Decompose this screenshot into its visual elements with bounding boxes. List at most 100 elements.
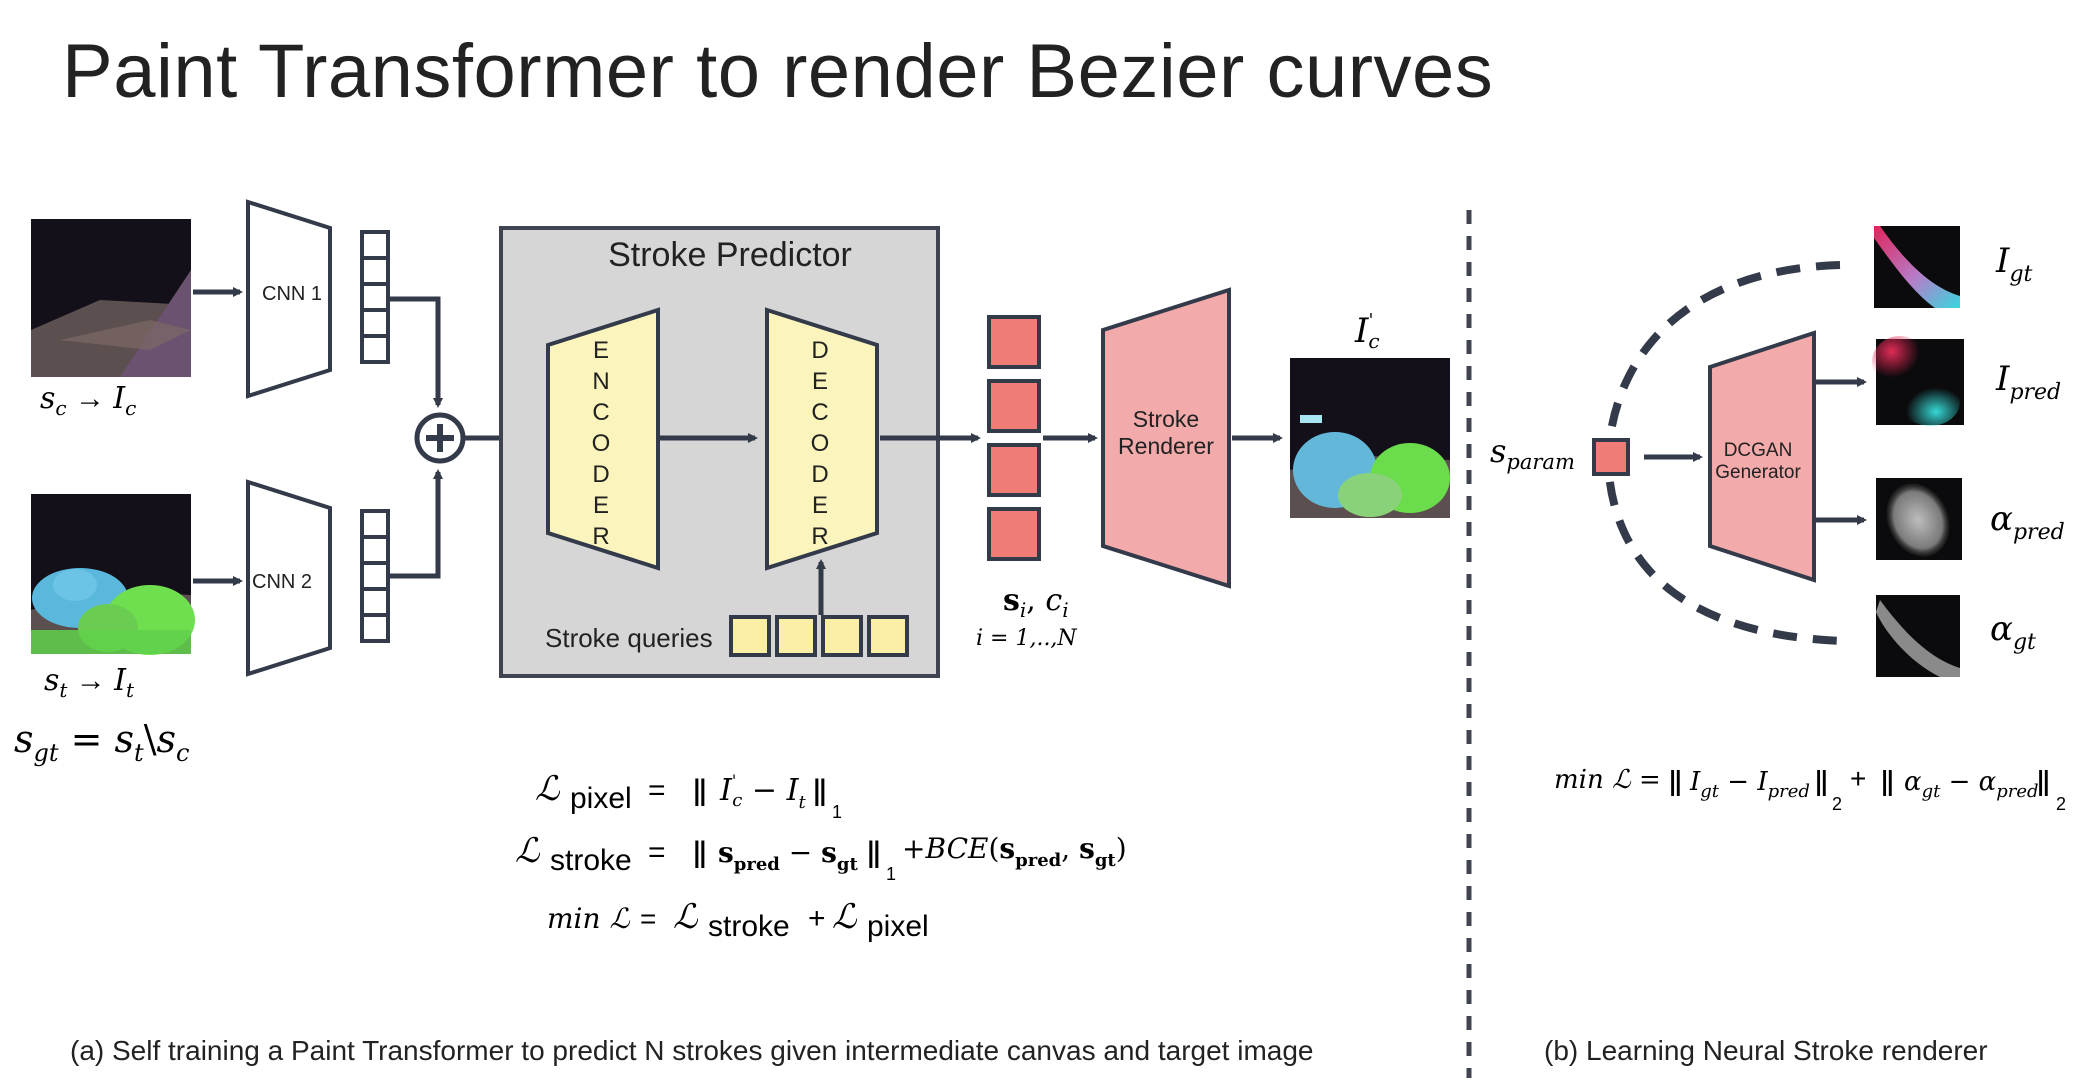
rendered-output-image [1290, 358, 1450, 518]
sgt-formula: sgt = st\sc [14, 717, 189, 767]
svg-text:+: + [1850, 763, 1866, 794]
cnn2-block [246, 479, 332, 677]
generator-label-2: Generator [1715, 462, 1801, 483]
svg-text:+BCE(spred, sgt): +BCE(spred, sgt) [902, 832, 1127, 871]
encoder-letter: N [592, 368, 609, 395]
stroke-token [987, 507, 1041, 561]
cnn2-label: CNN 2 [252, 571, 312, 593]
svg-text:stroke: stroke [708, 910, 790, 943]
alpha-gt-image [1876, 595, 1960, 677]
dcgan-generator-block [1708, 330, 1816, 583]
svg-text:‖: ‖ [692, 835, 708, 877]
igt-label: Igt [1995, 241, 2033, 287]
ipred-label: Ipred [1995, 359, 2061, 405]
decoder-letter: D [811, 461, 828, 488]
decoder-letter: R [811, 523, 828, 550]
stroke-query-tokens [729, 615, 909, 657]
svg-text:ℒ: ℒ [535, 769, 561, 809]
svg-text:min ℒ =: min ℒ = [1554, 765, 1661, 795]
svg-text:min ℒ: min ℒ [547, 902, 630, 935]
img-t-label: st → It [44, 663, 135, 702]
svg-text:Igt − Ipred: Igt − Ipred [1689, 767, 1810, 802]
loss-stroke-equation: ℒ stroke = ‖ spred − sgt ‖ 1 +BCE(spred,… [515, 831, 1127, 884]
arrow-vec1-combine [390, 296, 443, 408]
arrow-vec2-combine [390, 469, 443, 579]
encoder-letter: O [592, 430, 611, 457]
svg-text:=: = [648, 774, 666, 807]
svg-text:I'c − It: I'c − It [719, 771, 806, 813]
stroke-token [987, 379, 1041, 433]
output-label: I'c [1354, 310, 1380, 353]
svg-text:‖: ‖ [866, 835, 882, 877]
svg-text:pixel: pixel [570, 782, 632, 815]
stroke-predictor-title: Stroke Predictor [608, 236, 852, 274]
decoder-letter: E [812, 368, 828, 395]
svg-text:ℒ: ℒ [832, 897, 858, 937]
stroke-token [987, 443, 1041, 497]
decoder-letter: D [811, 337, 828, 364]
decoder-letter: E [812, 492, 828, 519]
encoder-block [546, 307, 660, 571]
renderer-loss-equation: min ℒ = ‖ Igt − Ipred ‖ 2 + ‖ αgt − αpre… [1554, 763, 2066, 814]
stroke-renderer-label-2: Renderer [1118, 433, 1214, 459]
query-token [775, 615, 817, 657]
combine-plus-icon [414, 412, 466, 464]
sparam-token [1592, 438, 1630, 476]
svg-text:2: 2 [2056, 794, 2066, 814]
svg-text:1: 1 [832, 802, 842, 822]
caption-left: (a) Self training a Paint Transformer to… [70, 1035, 1313, 1066]
svg-text:‖: ‖ [2036, 763, 2051, 804]
feature-vector-2 [360, 509, 390, 643]
svg-text:pixel: pixel [867, 910, 929, 943]
svg-text:‖: ‖ [1880, 763, 1895, 804]
svg-text:ℒ: ℒ [515, 831, 541, 871]
i-range-label: i = 1,..,N [976, 626, 1077, 651]
svg-text:stroke: stroke [550, 844, 632, 877]
stroke-parameter-tokens [987, 315, 1041, 561]
decoder-letter: C [811, 399, 828, 426]
alpha-pred-label: αpred [1990, 499, 2065, 545]
query-token [729, 615, 771, 657]
svg-text:‖: ‖ [1668, 763, 1683, 804]
cnn1-block [246, 199, 332, 399]
caption-right: (b) Learning Neural Stroke renderer [1544, 1035, 1988, 1066]
query-token [821, 615, 863, 657]
igt-image [1874, 226, 1960, 308]
svg-text:‖: ‖ [692, 773, 708, 815]
decoder-letter: O [811, 430, 830, 457]
stroke-queries-label: Stroke queries [545, 623, 713, 653]
svg-text:spred − sgt: spred − sgt [718, 836, 858, 875]
feature-vector-1 [360, 230, 390, 364]
page-title: Paint Transformer to render Bezier curve… [62, 29, 1494, 114]
canvas-image-ic [31, 219, 191, 377]
alpha-gt-label: αgt [1990, 609, 2036, 655]
loss-total-equation: min ℒ = ℒ stroke + ℒ pixel [547, 897, 929, 943]
svg-text:1: 1 [886, 864, 896, 884]
alpha-pred-image [1876, 478, 1962, 560]
encoder-letter: E [593, 337, 609, 364]
svg-text:‖: ‖ [812, 773, 828, 815]
target-image-it [31, 494, 195, 655]
svg-text:ℒ: ℒ [673, 897, 699, 937]
encoder-letter: R [592, 523, 609, 550]
svg-text:=: = [640, 903, 656, 934]
svg-text:‖: ‖ [1814, 763, 1829, 804]
si-ci-label: si, ci [1003, 583, 1069, 622]
encoder-letter: E [593, 492, 609, 519]
decoder-block [765, 307, 879, 571]
encoder-letter: C [592, 399, 609, 426]
query-token [867, 615, 909, 657]
svg-text:+: + [808, 902, 826, 935]
ipred-image [1872, 336, 1964, 426]
sparam-label: sparam [1490, 432, 1575, 474]
loss-pixel-equation: ℒ pixel = ‖ I'c − It ‖ 1 [535, 769, 842, 822]
stroke-renderer-block [1101, 287, 1231, 589]
stroke-renderer-label-1: Stroke [1133, 406, 1199, 432]
svg-text:=: = [648, 836, 666, 869]
svg-text:2: 2 [1832, 794, 1842, 814]
svg-text:αgt − αpred: αgt − αpred [1904, 767, 2039, 802]
stroke-token [987, 315, 1041, 369]
